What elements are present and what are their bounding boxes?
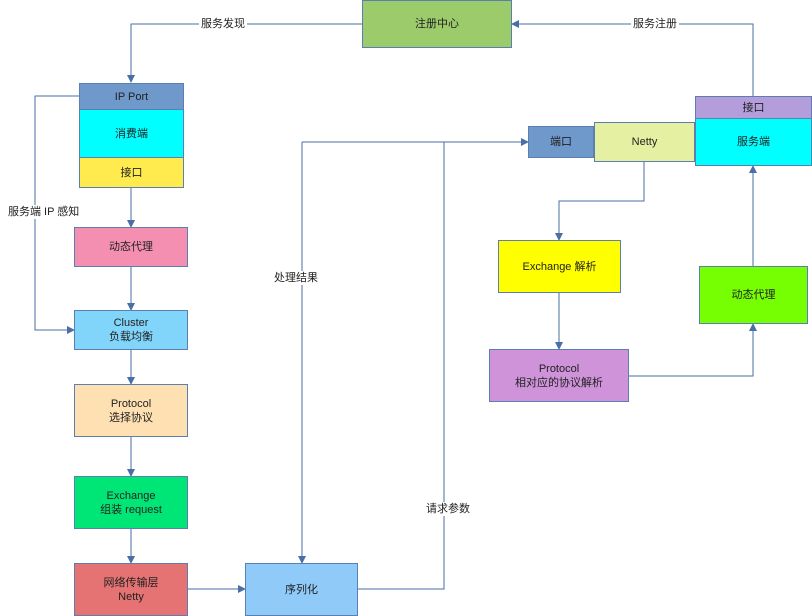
node-text-line: 负载均衡: [109, 331, 153, 343]
node-text-line: IP Port: [114, 90, 149, 103]
node-text-line: Netty: [118, 590, 144, 603]
node-text-line: Netty: [631, 136, 658, 148]
node-consumer-ipport: IP Port: [79, 83, 184, 110]
node-provider-port: 端口: [528, 126, 594, 158]
node-text-line: Protocol: [538, 362, 580, 375]
label-params: 请求参数: [424, 502, 472, 516]
label-discovery: 服务发现: [199, 17, 247, 31]
node-text-line: Exchange 解析: [522, 260, 597, 273]
node-serialize: 序列化: [245, 563, 358, 616]
node-text-line: 相对应的协议解析: [515, 376, 603, 389]
node-consumer-interface: 接口: [79, 157, 184, 188]
node-provider-interface: 接口: [695, 96, 812, 119]
node-text-line: 选择协议: [109, 411, 153, 424]
node-provider-proxy: 动态代理: [699, 266, 808, 324]
node-text-line: 端口: [550, 136, 572, 148]
edge-discovery: [127, 23, 362, 83]
label-ip-aware: 服务端 IP 感知: [6, 205, 82, 219]
node-cluster: Cluster 负载均衡: [74, 310, 188, 350]
node-text-line: 组装 request: [100, 503, 162, 516]
node-text-line: 服务端: [737, 136, 770, 148]
edge-params: [358, 142, 445, 590]
edge-register: [511, 20, 754, 96]
node-text-line: 接口: [120, 166, 143, 179]
node-text-line: Exchange: [106, 489, 156, 502]
edge-protocol-proxy: [629, 323, 757, 377]
node-text-line: 网络传输层: [103, 576, 159, 589]
node-consumer-proxy: 动态代理: [74, 227, 188, 267]
node-text-line: Cluster: [113, 317, 149, 329]
node-text-line: Protocol: [110, 397, 152, 410]
node-text-line: 注册中心: [415, 18, 459, 30]
node-text-line: 消费端: [115, 127, 148, 140]
label-register: 服务注册: [631, 17, 679, 31]
node-consumer: 消费端: [79, 109, 184, 158]
node-provider: 服务端: [695, 118, 812, 166]
node-text-line: 接口: [742, 101, 765, 114]
edge-netty-exchange: [555, 162, 645, 241]
node-text-line: 动态代理: [731, 289, 776, 301]
node-registry: 注册中心: [362, 0, 512, 48]
node-text-line: 序列化: [285, 583, 318, 596]
label-result: 处理结果: [272, 271, 320, 285]
node-text-line: 动态代理: [109, 241, 153, 253]
node-exchange-parse: Exchange 解析: [498, 240, 621, 293]
node-provider-netty: Netty: [594, 122, 695, 162]
